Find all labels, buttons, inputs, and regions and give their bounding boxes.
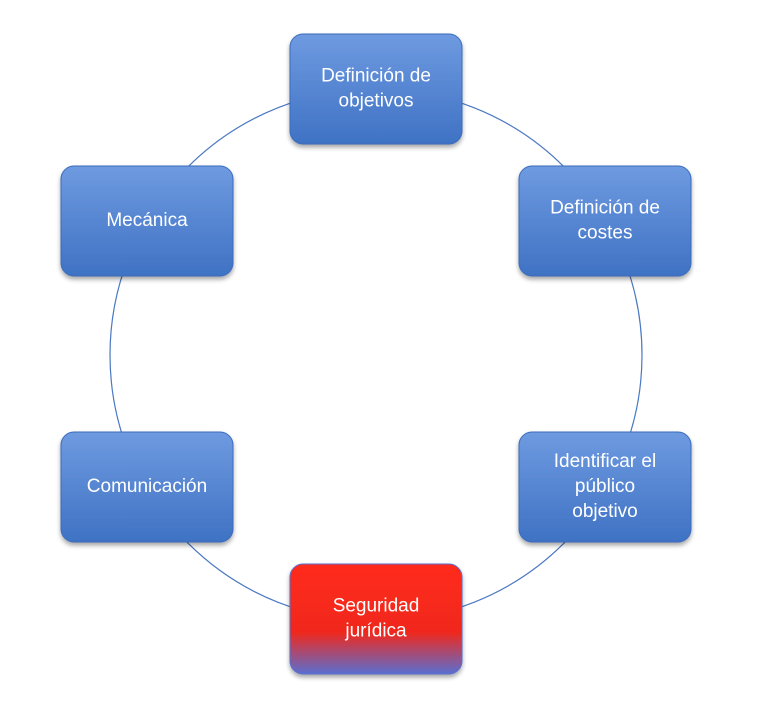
node-label-mecanica-line-0: Mecánica	[106, 210, 188, 231]
node-label-publico-line-1: público	[575, 476, 635, 497]
node-box-mecanica	[60, 165, 234, 277]
node-box-costes	[518, 165, 692, 277]
node-label-costes-line-1: costes	[578, 223, 633, 244]
node-costes: Definición de costes	[518, 165, 692, 277]
node-label-publico-line-0: Identificar el	[554, 451, 656, 472]
node-label-comunicacion-line-0: Comunicación	[87, 476, 207, 497]
node-objetivos: Definición de objetivos	[289, 33, 463, 145]
node-comunicacion: Comunicación	[60, 431, 234, 543]
node-label-objetivos-line-0: Definición de	[321, 66, 431, 87]
node-mecanica: Mecánica	[60, 165, 234, 277]
node-box-seguridad	[289, 563, 463, 675]
node-label-publico-line-2: objetivo	[572, 501, 638, 522]
node-box-objetivos	[289, 33, 463, 145]
node-publico: Identificar el público objetivo	[518, 431, 692, 543]
node-label-costes-line-0: Definición de	[550, 198, 660, 219]
node-box-publico	[518, 431, 692, 543]
node-seguridad: Seguridad jurídica	[289, 563, 463, 675]
node-box-comunicacion	[60, 431, 234, 543]
node-label-seguridad-line-1: jurídica	[344, 621, 407, 642]
node-label-objetivos-line-1: objetivos	[339, 91, 414, 112]
node-label-seguridad-line-0: Seguridad	[333, 596, 420, 617]
